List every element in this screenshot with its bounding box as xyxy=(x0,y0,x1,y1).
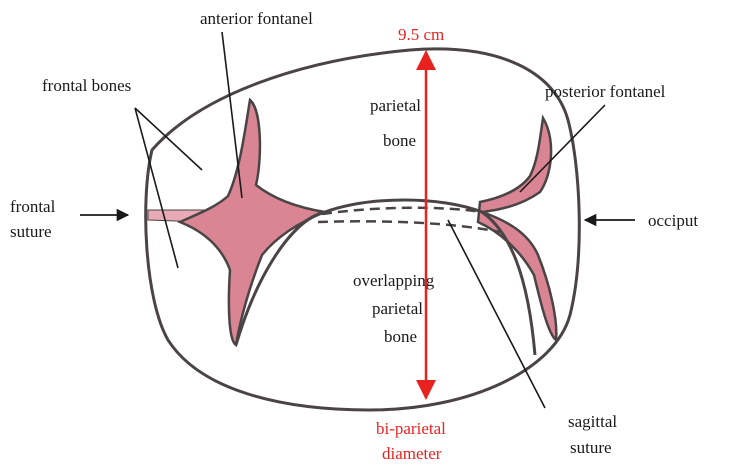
label-biparietal-2: diameter xyxy=(382,444,442,463)
label-parietal-bone-1: parietal xyxy=(370,96,421,115)
posterior-fontanel xyxy=(478,118,556,340)
label-overlapping-1: overlapping xyxy=(353,271,435,290)
label-biparietal-1: bi-parietal xyxy=(376,419,446,438)
label-frontal-suture-1: frontal xyxy=(10,197,56,216)
sagittal-suture-dash-1 xyxy=(322,208,482,214)
label-overlapping-3: bone xyxy=(384,327,417,346)
label-posterior-fontanel: posterior fontanel xyxy=(545,82,666,101)
label-sagittal-suture-1: sagittal xyxy=(568,412,617,431)
label-frontal-bones: frontal bones xyxy=(42,76,131,95)
label-measurement: 9.5 cm xyxy=(398,25,444,44)
label-frontal-suture-2: suture xyxy=(10,222,52,241)
pointer-posterior-fontanel xyxy=(520,105,605,192)
sagittal-suture-dash-2 xyxy=(318,221,500,232)
label-anterior-fontanel: anterior fontanel xyxy=(200,9,313,28)
label-overlapping-2: parietal xyxy=(372,299,423,318)
label-occiput: occiput xyxy=(648,211,698,230)
label-sagittal-suture-2: suture xyxy=(570,438,612,457)
label-parietal-bone-2: bone xyxy=(383,131,416,150)
pointer-anterior-fontanel xyxy=(222,32,242,198)
